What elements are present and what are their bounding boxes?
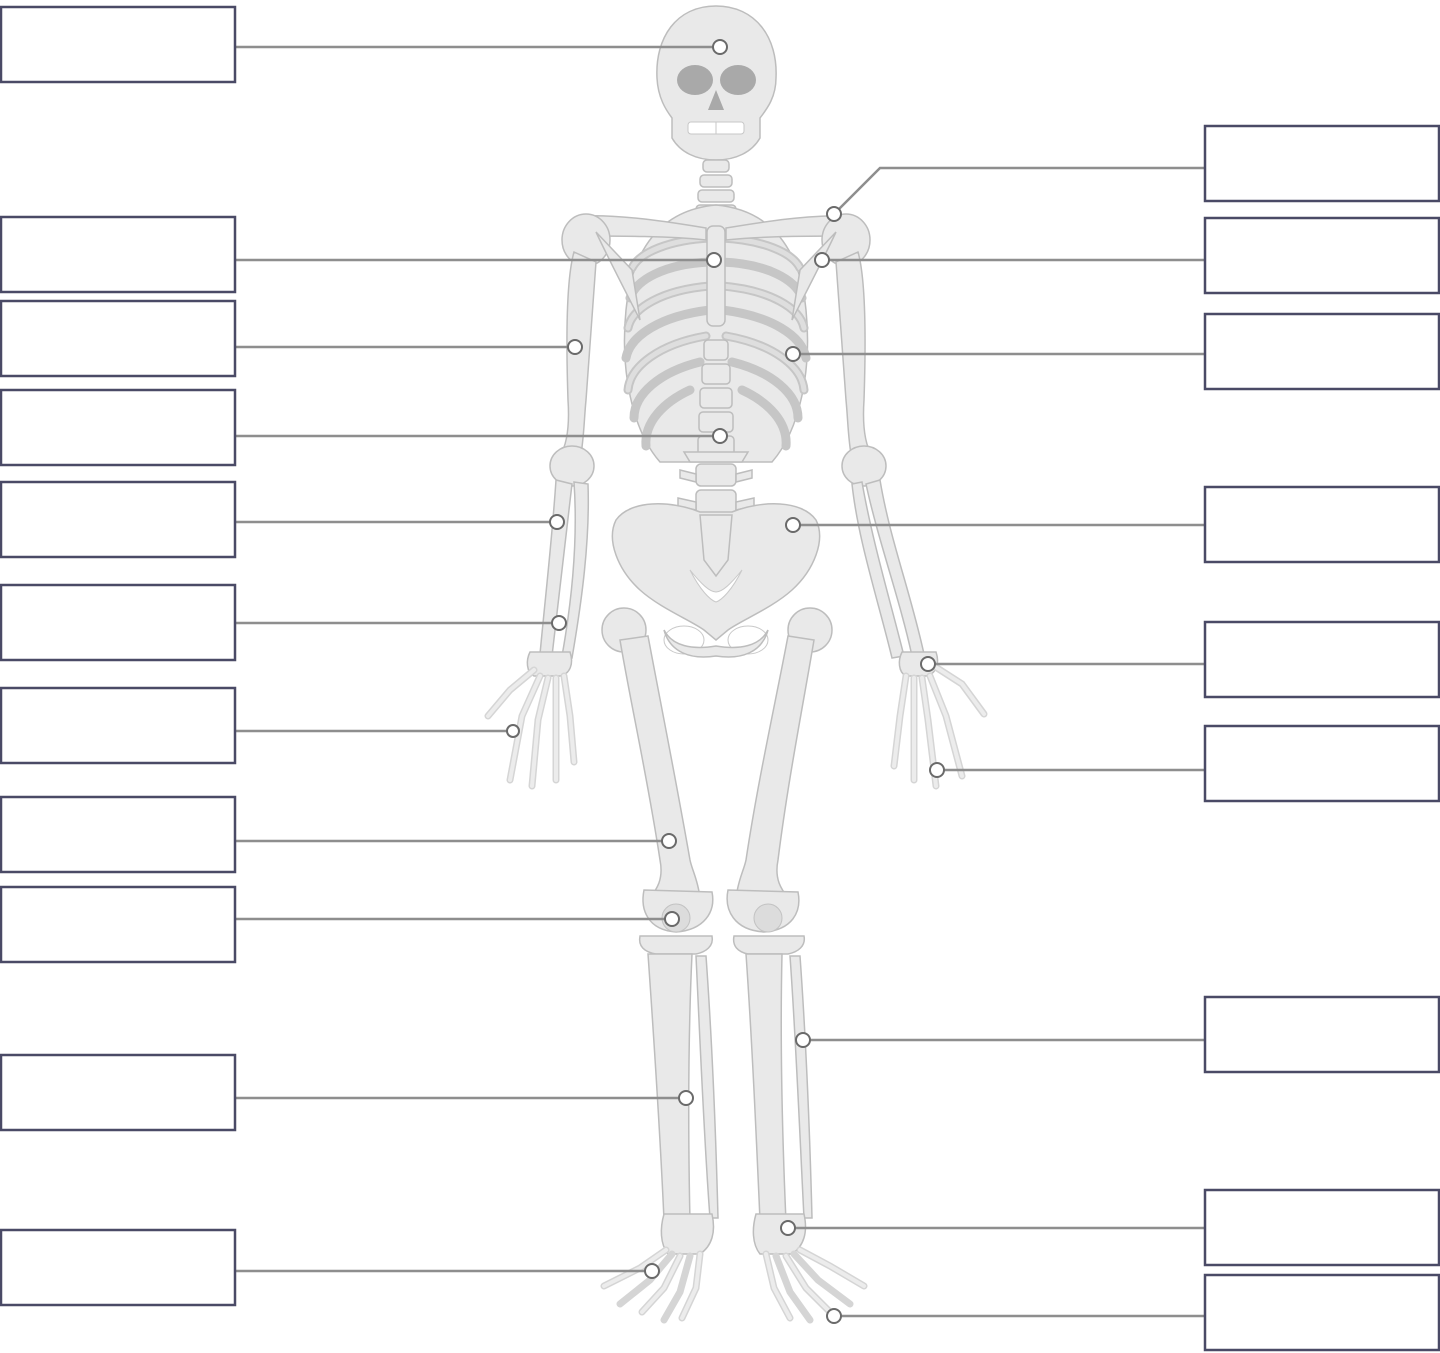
label-box-left-7[interactable] <box>1 688 235 763</box>
label-boxes-right <box>1205 126 1439 1350</box>
pin-marker <box>796 1033 810 1047</box>
pin-marker <box>550 515 564 529</box>
pin-marker <box>786 347 800 361</box>
pin-marker <box>679 1091 693 1105</box>
pin-marker <box>568 340 582 354</box>
pin-marker <box>786 518 800 532</box>
skull <box>657 6 776 160</box>
pin-marker <box>921 657 935 671</box>
right-foot <box>753 1214 864 1320</box>
label-box-right-5[interactable] <box>1205 622 1439 697</box>
label-box-left-10[interactable] <box>1 1055 235 1130</box>
pin-marker <box>707 253 721 267</box>
pin-marker <box>645 1264 659 1278</box>
pin-marker <box>713 429 727 443</box>
label-box-left-4[interactable] <box>1 390 235 465</box>
label-box-left-3[interactable] <box>1 301 235 376</box>
pin-marker <box>827 207 841 221</box>
label-box-left-11[interactable] <box>1 1230 235 1305</box>
right-arm <box>836 252 938 676</box>
sternum <box>707 226 725 326</box>
left-leg <box>602 608 718 1222</box>
pin-marker <box>815 253 829 267</box>
right-leg <box>727 608 832 1222</box>
label-box-right-6[interactable] <box>1205 726 1439 801</box>
label-boxes-left <box>1 7 235 1305</box>
label-box-right-4[interactable] <box>1205 487 1439 562</box>
pin-marker <box>930 763 944 777</box>
left-eye-socket <box>677 65 713 95</box>
pin-marker <box>662 834 676 848</box>
label-box-right-9[interactable] <box>1205 1275 1439 1350</box>
label-box-right-8[interactable] <box>1205 1190 1439 1265</box>
label-box-left-8[interactable] <box>1 797 235 872</box>
left-arm <box>527 252 596 676</box>
label-box-left-1[interactable] <box>1 7 235 82</box>
pin-marker <box>665 912 679 926</box>
right-eye-socket <box>720 65 756 95</box>
label-box-right-3[interactable] <box>1205 314 1439 389</box>
label-box-left-9[interactable] <box>1 887 235 962</box>
label-box-right-1[interactable] <box>1205 126 1439 201</box>
label-box-left-2[interactable] <box>1 217 235 292</box>
pin-marker <box>781 1221 795 1235</box>
label-box-left-5[interactable] <box>1 482 235 557</box>
pin-marker <box>713 40 727 54</box>
left-hand <box>488 670 574 786</box>
leader-line <box>834 168 1204 214</box>
pin-marker <box>552 616 566 630</box>
skeleton-illustration <box>488 6 984 1320</box>
pin-marker <box>827 1309 841 1323</box>
pin-marker <box>507 725 519 737</box>
label-box-right-7[interactable] <box>1205 997 1439 1072</box>
label-box-left-6[interactable] <box>1 585 235 660</box>
label-box-right-2[interactable] <box>1205 218 1439 293</box>
right-patella <box>754 904 782 932</box>
